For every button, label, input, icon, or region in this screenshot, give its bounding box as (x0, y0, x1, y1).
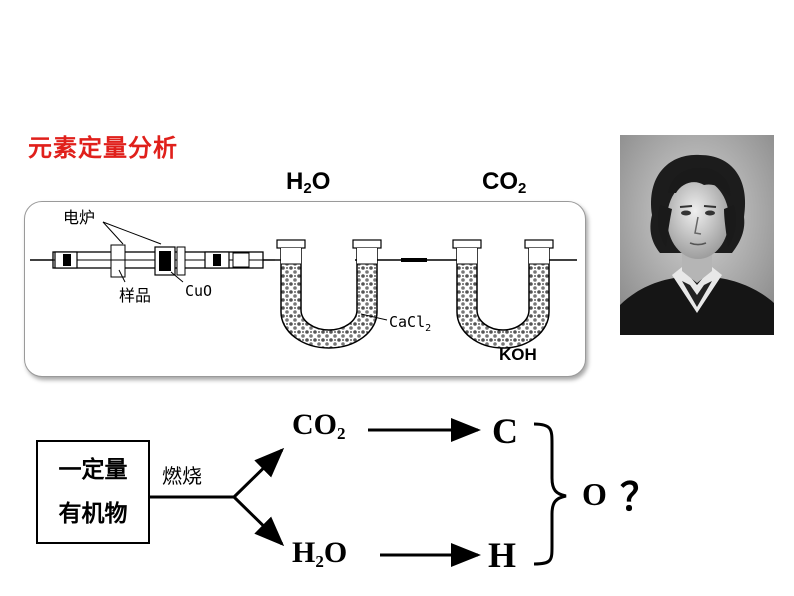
element-o: O (582, 476, 607, 512)
reaction-scheme: CO2 H2O C H O ？ 燃烧 (0, 400, 794, 596)
co2-product: CO2 (292, 408, 346, 443)
u-tube-cacl2 (275, 239, 427, 349)
arrow-to-co2 (232, 447, 285, 499)
scientist-portrait (620, 135, 774, 335)
apparatus-diagram: 电炉 样品 CuO CaCl2 KOH (24, 201, 586, 377)
furnace-label: 电炉 (63, 208, 96, 227)
cuo-label: CuO (185, 282, 213, 300)
koh-label: KOH (499, 345, 537, 364)
h2o-product: H2O (292, 536, 348, 571)
element-h: H (488, 535, 517, 575)
burn-label: 燃烧 (162, 464, 202, 488)
arrow-to-h2o (232, 495, 285, 547)
section-title: 元素定量分析 (28, 134, 178, 162)
curly-brace (533, 422, 567, 566)
sample-holder (110, 244, 126, 278)
co2-label: CO2 (482, 168, 527, 197)
box-line-1: 一定量 (58, 457, 128, 483)
element-c: C (492, 411, 518, 451)
question-mark: ？ (620, 475, 659, 519)
h2o-label: H2O (286, 168, 331, 197)
cacl2-label: CaCl2 (389, 313, 432, 334)
box-line-2: 有机物 (58, 501, 128, 527)
u-tube-koh (452, 239, 554, 349)
sample-label: 样品 (119, 286, 152, 305)
organic-compound-box: 一定量 有机物 (36, 440, 150, 544)
